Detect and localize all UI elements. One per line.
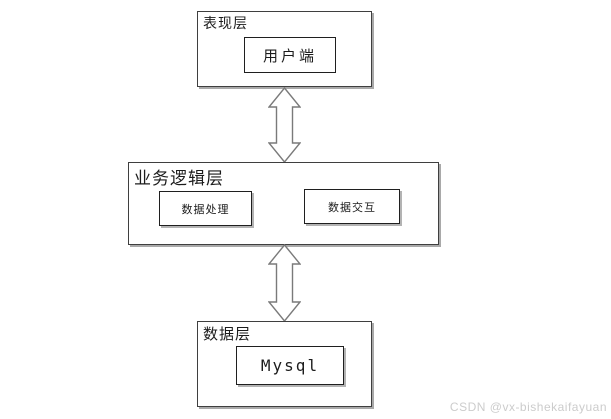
- node-client-label: 用户端: [262, 46, 317, 65]
- node-client: 用户端: [244, 37, 336, 73]
- node-data-interaction-label: 数据交互: [328, 200, 376, 214]
- layer-label-business-logic: 业务逻辑层: [134, 169, 224, 189]
- double-arrow-icon: [268, 87, 301, 163]
- layer-label-presentation: 表现层: [203, 16, 248, 32]
- layer-label-data: 数据层: [203, 325, 252, 343]
- layer-box-data: 数据层 Mysql: [197, 321, 372, 407]
- node-mysql-label: Mysql: [260, 356, 320, 375]
- layer-box-presentation: 表现层 用户端: [197, 11, 372, 87]
- csdn-watermark: CSDN @vx-bishekaifayuan: [449, 400, 607, 414]
- node-data-processing-label: 数据处理: [181, 202, 230, 216]
- layer-box-business-logic: 业务逻辑层 数据处理 数据交互: [128, 162, 439, 245]
- node-mysql: Mysql: [236, 346, 344, 385]
- node-data-interaction: 数据交互: [304, 189, 400, 224]
- node-data-processing: 数据处理: [159, 191, 252, 226]
- double-arrow-icon: [268, 244, 301, 322]
